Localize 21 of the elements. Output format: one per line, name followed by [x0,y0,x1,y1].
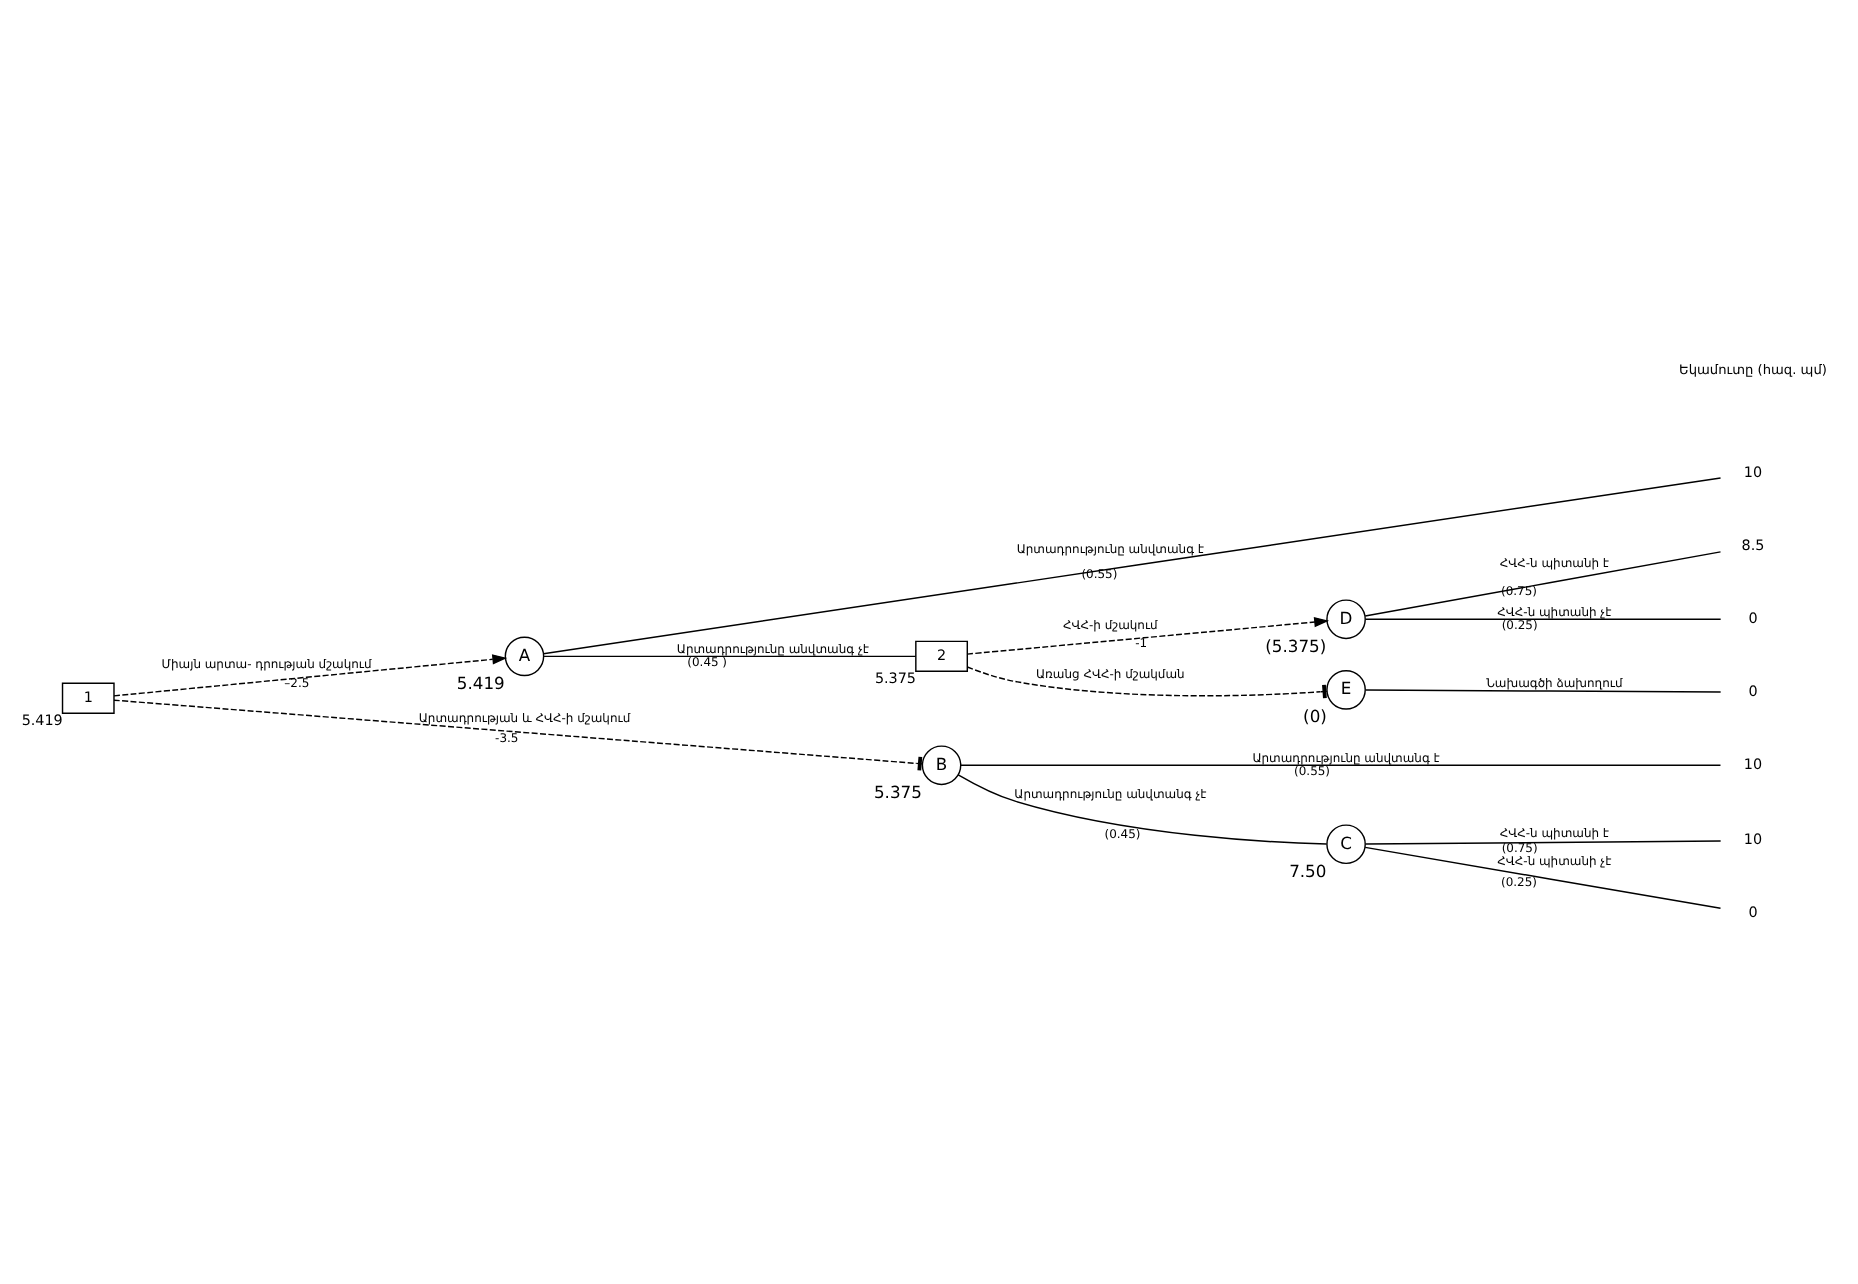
connector [1365,618,1722,620]
arrow [113,654,508,697]
connector [1364,551,1722,617]
connector [957,774,1328,845]
connector [1365,840,1722,845]
node-label: 5.375 [873,781,922,802]
node-circle: A [504,636,545,677]
node-label: (5.375) [1265,635,1327,656]
node-label: 7.50 [1289,860,1327,881]
connector [542,477,1722,655]
connector [960,764,1722,766]
connector [543,655,917,658]
node-circle: D [1326,599,1366,640]
node-circle: E [1326,670,1366,710]
arrow [966,616,1330,655]
node-circle: C [1326,824,1366,865]
node-label: 5.419 [456,672,505,693]
node-label: (0) [1303,706,1327,727]
connector [1365,689,1722,693]
connector [1364,846,1722,910]
node-circle: B [921,745,962,786]
